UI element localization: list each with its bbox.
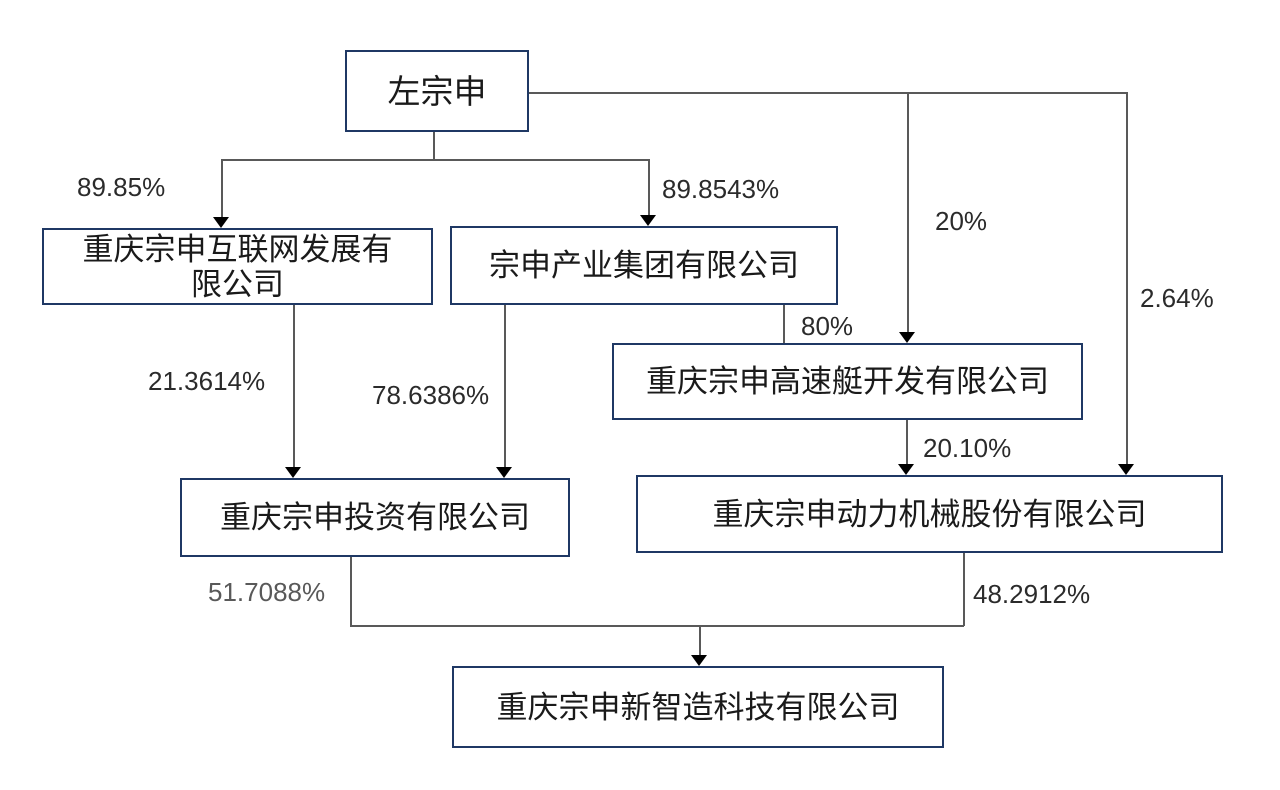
arrowhead-into-power-264 [1118,464,1134,475]
edge-label-zuo-group: 89.8543% [662,174,780,204]
node-investment-company-label: 重庆宗申投资有限公司 [220,500,530,535]
edge-label-speedboat-power: 20.10% [923,433,1012,463]
connector-group-investment [504,304,506,468]
connector-group-speedboat [783,304,785,343]
connector-zuo-speedboat [907,92,909,333]
node-speedboat-company: 重庆宗申高速艇开发有限公司 [612,343,1083,420]
connector-internet-investment [293,304,295,468]
edge-label-zuo-speedboat: 20% [935,206,988,236]
node-internet-company: 重庆宗申互联网发展有限公司 [42,228,433,305]
connector-investment-down [350,557,352,626]
node-power-company-label: 重庆宗申动力机械股份有限公司 [712,496,1147,532]
arrowhead-into-investment-right [496,467,512,478]
arrowhead-into-investment-left [285,467,301,478]
node-zuo-zongshen: 左宗申 [345,50,529,132]
arrowhead-into-speedboat-20 [899,332,915,343]
connector-zuo-bottom-stub [433,132,435,159]
edge-label-zuo-internet: 89.85% [77,172,166,202]
arrowhead-into-power-2010 [898,464,914,475]
edge-label-group-speedboat: 80% [801,311,854,341]
connector-zuo-power [1126,92,1128,465]
arrowhead-into-smartmfg [691,655,707,666]
edge-label-internet-investment: 21.3614% [148,366,266,396]
node-investment-company: 重庆宗申投资有限公司 [180,478,570,557]
node-smart-mfg-company: 重庆宗申新智造科技有限公司 [452,666,944,748]
connector-speedboat-power [906,420,908,465]
node-internet-company-label: 重庆宗申互联网发展有限公司 [82,231,393,302]
edge-label-investment-smartmfg: 51.7088% [208,577,326,607]
connector-zuo-internet [221,159,223,219]
connector-power-down [963,553,965,626]
connector-zuo-group [648,159,650,216]
node-smart-mfg-company-label: 重庆宗申新智造科技有限公司 [496,689,900,725]
arrowhead-into-group [640,215,656,226]
edge-label-power-smartmfg: 48.2912% [973,579,1091,609]
node-power-company: 重庆宗申动力机械股份有限公司 [636,475,1223,553]
connector-distribution-line [221,159,649,161]
arrowhead-into-internet [213,217,229,228]
edge-label-group-investment: 78.6386% [372,380,490,410]
node-speedboat-company-label: 重庆宗申高速艇开发有限公司 [646,364,1049,399]
node-zuo-zongshen-label: 左宗申 [387,72,487,110]
connector-into-smartmfg [699,625,701,656]
connector-merge-line [350,625,964,627]
node-group-company-label: 宗申产业集团有限公司 [489,248,799,283]
node-group-company: 宗申产业集团有限公司 [450,226,838,305]
edge-label-zuo-power: 2.64% [1140,283,1214,313]
connector-zuo-right-line [529,92,1127,94]
